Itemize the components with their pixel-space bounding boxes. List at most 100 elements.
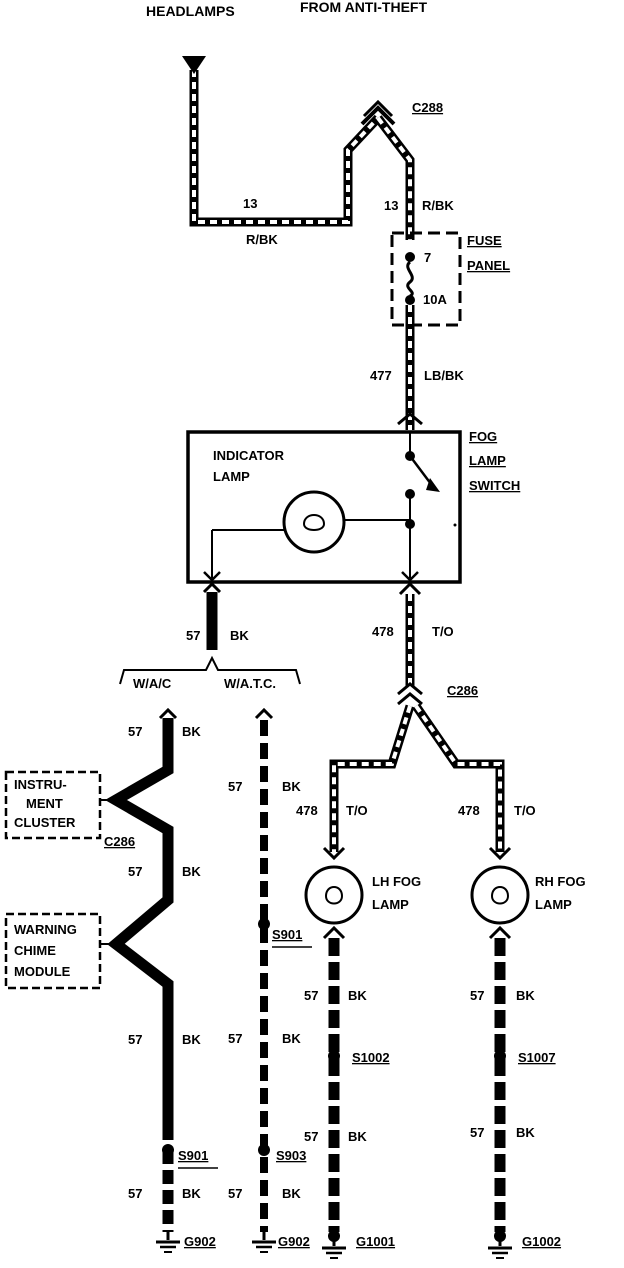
fog-switch-contacts-icon — [401, 432, 440, 582]
fog-switch-label-2: LAMP — [469, 453, 506, 468]
instrument-cluster-label-3: CLUSTER — [14, 815, 76, 830]
g1001-label: G1001 — [356, 1234, 395, 1249]
s1002-splice-icon — [328, 1050, 340, 1062]
warning-chime-label-2: CHIME — [14, 943, 56, 958]
wac-color-3: BK — [182, 1032, 201, 1047]
c286-label: C286 — [447, 683, 478, 698]
s903-label: S903 — [276, 1148, 306, 1163]
switch-input-connector-icon — [397, 412, 423, 426]
headlamps-arrow-icon — [182, 56, 206, 74]
lh-ground-color-2: BK — [348, 1129, 367, 1144]
fuse-icon — [405, 252, 415, 305]
wac-circuit-1: 57 — [128, 724, 142, 739]
wac-color-2: BK — [182, 864, 201, 879]
warning-chime-label-1: WARNING — [14, 922, 77, 937]
option-watc-label: W/A.T.C. — [224, 676, 276, 691]
g902-a-ground-icon — [156, 1232, 180, 1253]
g1001-ground-icon — [322, 1230, 346, 1259]
wac-color-4: BK — [182, 1186, 201, 1201]
lh-fog-lamp-icon — [304, 865, 364, 925]
lh-feed-arrow-icon — [322, 846, 346, 861]
g902-b-ground-icon — [252, 1232, 276, 1253]
watc-circuit-1: 57 — [228, 779, 242, 794]
fuse-rating: 10A — [423, 292, 447, 307]
g902-b-label: G902 — [278, 1234, 310, 1249]
warning-chime-label-3: MODULE — [14, 964, 71, 979]
wac-circuit-4: 57 — [128, 1186, 142, 1201]
wac-color-1: BK — [182, 724, 201, 739]
s901-splice-b-icon — [258, 918, 270, 930]
switch-ground-color: BK — [230, 628, 249, 643]
s903-splice-icon — [258, 1144, 270, 1156]
rh-feed-color: T/O — [514, 803, 536, 818]
wire-57-switch — [202, 581, 222, 650]
rh-ground-color-2: BK — [516, 1125, 535, 1140]
watc-color-1: BK — [282, 779, 301, 794]
rh-ground-circuit-1: 57 — [470, 988, 484, 1003]
s901-splice-a-icon — [162, 1144, 174, 1156]
wire-477-circuit: 477 — [370, 368, 392, 383]
wire-57-lh — [322, 925, 346, 1232]
switch-out-color: T/O — [432, 624, 454, 639]
indicator-bulb-icon — [203, 490, 410, 582]
rh-ground-circuit-2: 57 — [470, 1125, 484, 1140]
anti-theft-label: FROM ANTI-THEFT — [300, 0, 427, 15]
fuse-panel-label-2: PANEL — [467, 258, 510, 273]
s1007-splice-icon — [494, 1050, 506, 1062]
fog-lamp-switch-box — [186, 430, 462, 584]
instrument-cluster-label-2: MENT — [26, 796, 63, 811]
fuse-panel-box — [390, 231, 462, 327]
lh-ground-circuit-1: 57 — [304, 988, 318, 1003]
wire-478-branches — [329, 703, 505, 852]
rh-feed-arrow-icon — [488, 846, 512, 861]
indicator-label-1: INDICATOR — [213, 448, 285, 463]
fuse-number: 7 — [424, 250, 431, 265]
c286-connector-icon — [397, 682, 423, 706]
indicator-label-2: LAMP — [213, 469, 250, 484]
c288-label: C288 — [412, 100, 443, 115]
lh-feed-circuit: 478 — [296, 803, 318, 818]
lh-lamp-label-2: LAMP — [372, 897, 409, 912]
wire-headlamp — [189, 70, 382, 227]
headlamp-wire-color: R/BK — [246, 232, 278, 247]
s1007-label: S1007 — [518, 1050, 556, 1065]
s901-a-label: S901 — [178, 1148, 208, 1163]
wire-anti-theft — [374, 115, 415, 240]
rh-ground-color-1: BK — [516, 988, 535, 1003]
rh-lamp-label-2: LAMP — [535, 897, 572, 912]
instrument-cluster-label-1: INSTRU- — [14, 777, 67, 792]
lh-lamp-label-1: LH FOG — [372, 874, 421, 889]
g1002-label: G1002 — [522, 1234, 561, 1249]
watc-color-2: BK — [282, 1031, 301, 1046]
option-split-icon — [119, 655, 301, 685]
g902-a-label: G902 — [184, 1234, 216, 1249]
watc-circuit-2: 57 — [228, 1031, 242, 1046]
watc-circuit-3: 57 — [228, 1186, 242, 1201]
g1002-ground-icon — [488, 1230, 512, 1259]
wire-477-color: LB/BK — [424, 368, 464, 383]
fog-switch-label-1: FOG — [469, 429, 497, 444]
watc-color-3: BK — [282, 1186, 301, 1201]
wire-57-rh — [488, 925, 512, 1232]
wac-circuit-2: 57 — [128, 864, 142, 879]
instrument-cluster-box — [4, 770, 102, 840]
headlamp-wire-circuit: 13 — [243, 196, 257, 211]
wire-478-switch — [398, 581, 422, 686]
option-wac-label: W/A/C — [133, 676, 172, 691]
anti-theft-wire-circuit: 13 — [384, 198, 398, 213]
c288-connector-icon — [360, 99, 396, 126]
rh-feed-circuit: 478 — [458, 803, 480, 818]
rh-lamp-label-1: RH FOG — [535, 874, 586, 889]
wire-57-wac — [104, 707, 178, 1232]
rh-fog-lamp-icon — [470, 865, 530, 925]
c286-left-label: C286 — [104, 834, 135, 849]
lh-feed-color: T/O — [346, 803, 368, 818]
fuse-panel-label-1: FUSE — [467, 233, 502, 248]
s901-b-label: S901 — [272, 927, 302, 942]
lh-ground-circuit-2: 57 — [304, 1129, 318, 1144]
switch-out-circuit: 478 — [372, 624, 394, 639]
headlamps-label: HEADLAMPS — [146, 3, 235, 19]
fog-switch-label-3: SWITCH — [469, 478, 520, 493]
switch-ground-circuit: 57 — [186, 628, 200, 643]
